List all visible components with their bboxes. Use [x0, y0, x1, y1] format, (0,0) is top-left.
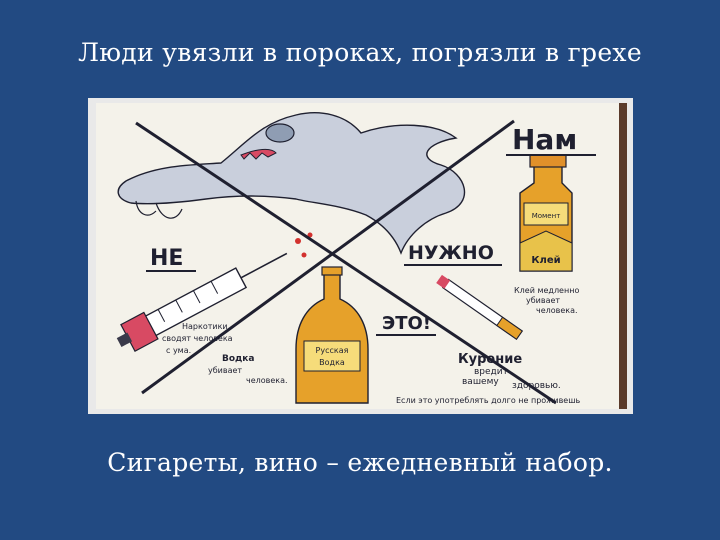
word-ne: НЕ — [150, 246, 183, 271]
glue-bottle-label-text: Момент — [532, 212, 561, 220]
vodka-text-line2: убивает — [208, 366, 242, 375]
smoking-text-line4: здоровью. — [512, 381, 561, 391]
glue-bottle-base — [519, 230, 573, 272]
drugs-text-line3: с ума. — [166, 346, 191, 355]
vodka-text-line1: Водка — [222, 354, 255, 364]
smoking-text-line3: вашему — [462, 377, 499, 387]
ghost-figure — [117, 112, 466, 255]
slide-caption: Сигареты, вино – ежедневный набор. — [107, 448, 613, 477]
cross-line-1 — [135, 121, 557, 405]
bottle-label-line2: Водка — [319, 358, 345, 367]
glue-text-line2: убивает — [526, 296, 560, 305]
vodka-text-line3: человека. — [246, 376, 288, 385]
blood-drop — [295, 238, 301, 244]
word-nuzhno: НУЖНО — [408, 242, 494, 264]
cross-line-2 — [141, 119, 515, 395]
syringe — [116, 252, 288, 352]
ghost-eye — [265, 123, 295, 143]
glue-text-line1: Клей медленно — [514, 286, 579, 295]
vodka-bottle-label — [303, 340, 361, 372]
word-nam: Нам — [512, 123, 577, 156]
smoking-text-line2: вредит — [474, 367, 508, 377]
glue-bottle-word: Клей — [531, 255, 560, 266]
blood-drop — [307, 232, 313, 238]
drawing-frame: Русская Водка Момент Клей Нам НЕ НУЖНО Э… — [88, 98, 633, 414]
bottom-warning-text: Если это употреблять долго не проживешь — [396, 396, 581, 405]
slide-title: Люди увязли в пороках, погрязли в грехе — [78, 38, 642, 67]
drugs-text-line1: Наркотики — [182, 322, 228, 331]
smoking-text-line1: Курение — [458, 352, 522, 367]
bottle-label-line1: Русская — [316, 346, 349, 355]
ghost-claws — [135, 200, 183, 219]
glue-text-line3: человека. — [536, 306, 578, 315]
word-eto: ЭТО! — [382, 313, 431, 334]
blood-drop — [301, 252, 307, 258]
anti-addiction-drawing: Русская Водка Момент Клей Нам НЕ НУЖНО Э… — [96, 103, 627, 409]
cigarette — [436, 274, 524, 341]
ghost-mouth — [240, 148, 277, 160]
vodka-bottle-cap — [321, 266, 343, 276]
poster-right-edge — [619, 103, 627, 409]
glue-bottle-label — [523, 202, 569, 226]
glue-bottle-cap — [529, 154, 567, 168]
drugs-text-line2: сводят человека — [162, 334, 233, 343]
